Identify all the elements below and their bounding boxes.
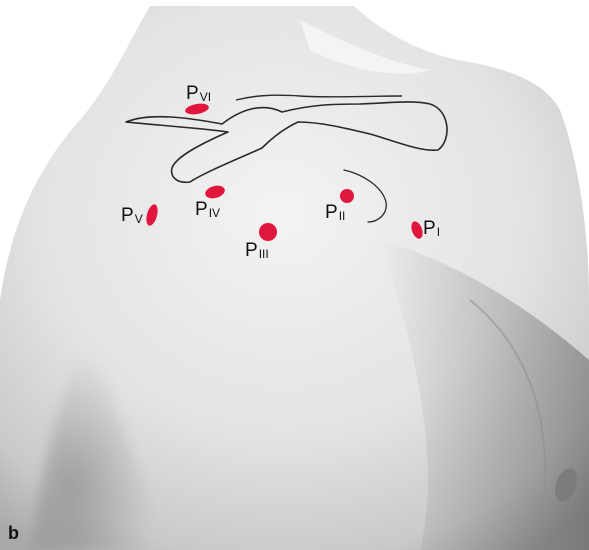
point-p1-subscript: I bbox=[437, 225, 440, 239]
point-p4-letter: P bbox=[195, 199, 208, 220]
point-p2-subscript: II bbox=[339, 209, 346, 223]
point-p6-subscript: VI bbox=[200, 90, 211, 104]
point-p1-letter: P bbox=[423, 218, 436, 239]
point-p5-letter: P bbox=[121, 205, 134, 226]
point-p3-letter: P bbox=[245, 240, 258, 261]
point-p2-label: PII bbox=[325, 203, 345, 222]
point-p3-label: PIII bbox=[245, 241, 269, 260]
point-p6-label: PVI bbox=[186, 84, 211, 103]
point-p6-letter: P bbox=[186, 83, 199, 104]
point-p4-subscript: IV bbox=[209, 206, 220, 220]
point-p1-label: PI bbox=[423, 219, 440, 238]
point-p5-label: PV bbox=[121, 206, 143, 225]
point-p2-letter: P bbox=[325, 202, 338, 223]
point-p3-marker bbox=[259, 223, 277, 241]
panel-label: b bbox=[8, 524, 19, 542]
point-p5-subscript: V bbox=[135, 212, 143, 226]
point-p4-label: PIV bbox=[195, 200, 220, 219]
point-p3-subscript: III bbox=[259, 247, 269, 261]
point-p2-marker bbox=[340, 189, 354, 203]
